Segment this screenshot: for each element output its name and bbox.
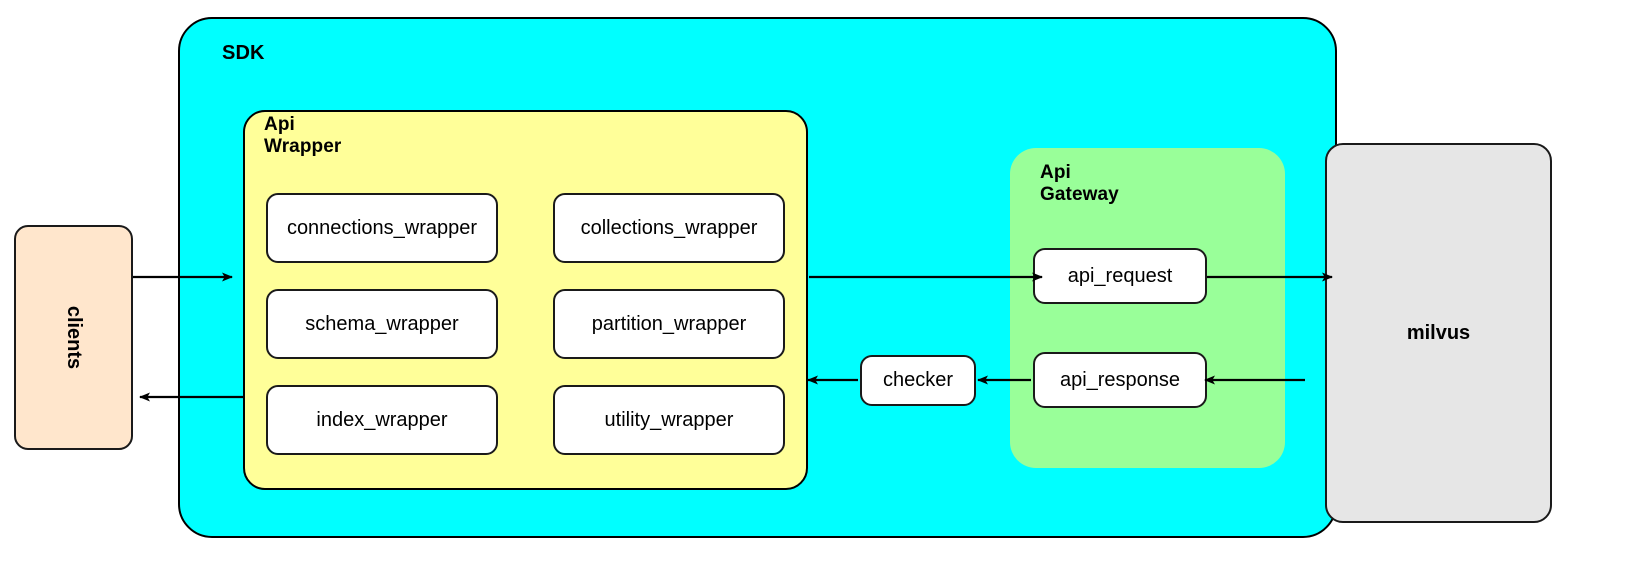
sdk-title: SDK: [222, 42, 265, 64]
module-utility-wrapper[interactable]: utility_wrapper: [553, 385, 785, 455]
module-partition-wrapper[interactable]: partition_wrapper: [553, 289, 785, 359]
milvus-node[interactable]: milvus: [1325, 143, 1552, 523]
module-api-response[interactable]: api_response: [1033, 352, 1207, 408]
api-gateway-title: Api Gateway: [1040, 162, 1119, 206]
module-api-request[interactable]: api_request: [1033, 248, 1207, 304]
api-gateway-container: [1010, 148, 1285, 468]
module-connections-wrapper[interactable]: connections_wrapper: [266, 193, 498, 263]
module-index-wrapper[interactable]: index_wrapper: [266, 385, 498, 455]
module-checker[interactable]: checker: [860, 355, 976, 406]
module-collections-wrapper[interactable]: collections_wrapper: [553, 193, 785, 263]
clients-node[interactable]: clients: [14, 225, 133, 450]
module-schema-wrapper[interactable]: schema_wrapper: [266, 289, 498, 359]
api-wrapper-title: Api Wrapper: [264, 114, 342, 158]
clients-label: clients: [62, 305, 85, 370]
